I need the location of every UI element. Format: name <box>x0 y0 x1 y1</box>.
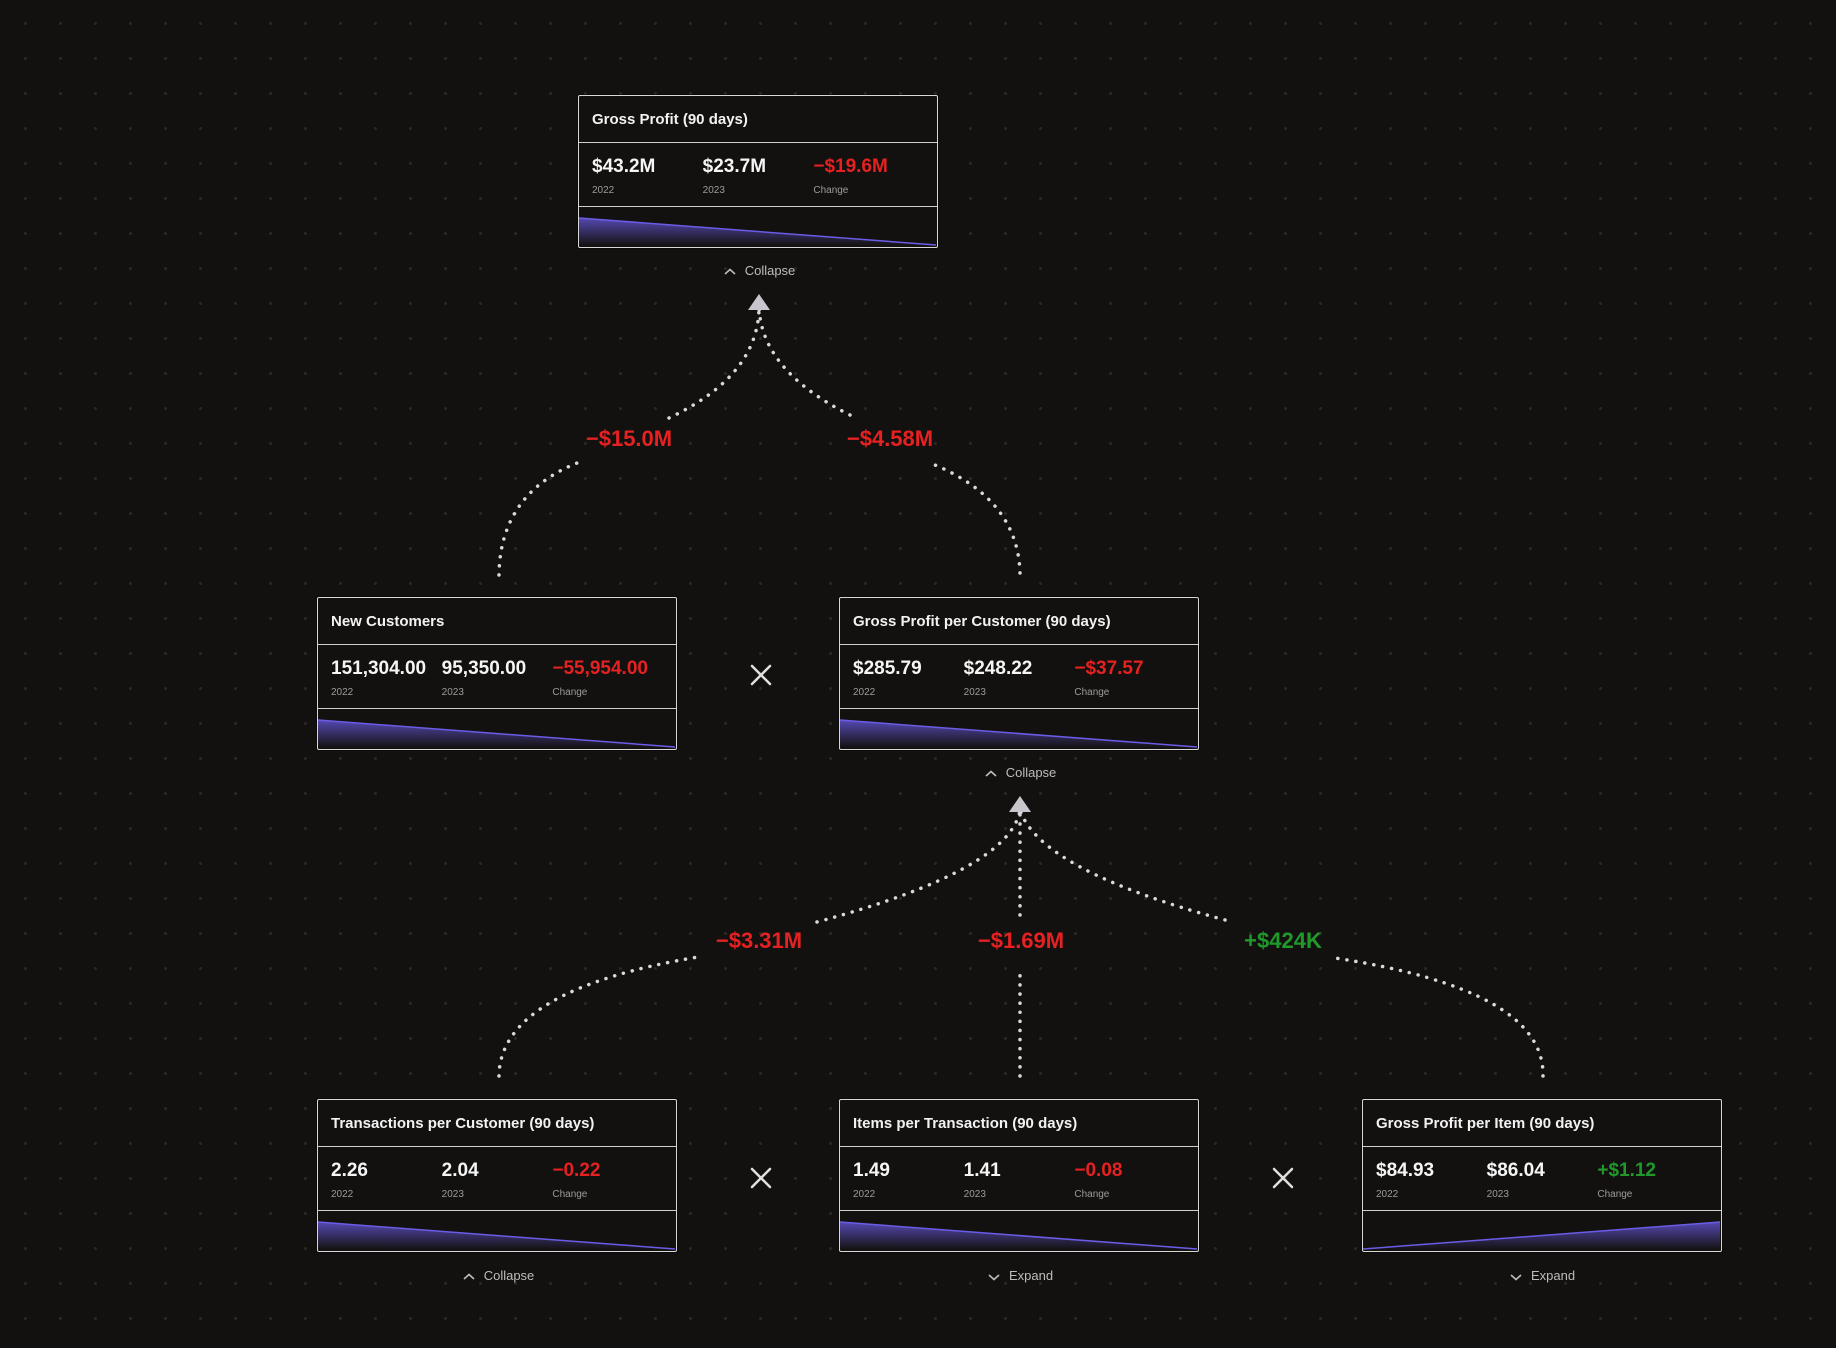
expand-button-gross-profit-per-item[interactable]: Expand <box>1442 1268 1642 1284</box>
card-items-per-transaction[interactable]: Items per Transaction (90 days) 1.49 2022… <box>839 1099 1199 1252</box>
sparkline <box>579 217 936 246</box>
label-2022: 2022 <box>853 1189 876 1200</box>
value-change: +$1.12 <box>1597 1160 1656 1181</box>
sparkline <box>1363 1221 1720 1250</box>
value-change: −$37.57 <box>1074 658 1144 679</box>
label-2023: 2023 <box>441 1189 464 1200</box>
sparkline <box>840 1221 1197 1250</box>
value-2022: 1.49 <box>853 1160 890 1181</box>
toggle-label: Expand <box>1530 1268 1576 1283</box>
label-2022: 2022 <box>331 1189 354 1200</box>
label-2022: 2022 <box>1376 1189 1399 1200</box>
connector-transactions <box>497 808 1022 1078</box>
value-2022: 2.26 <box>331 1160 368 1181</box>
label-2022: 2022 <box>331 687 354 698</box>
card-new-customers[interactable]: New Customers 151,304.00 2022 95,350.00 20… <box>317 597 677 750</box>
connector-new-customers <box>497 303 761 577</box>
label-change: Change <box>1597 1189 1633 1200</box>
value-2023: 95,350.00 <box>441 658 527 679</box>
sparkline <box>318 719 675 748</box>
collapse-button-gross-profit[interactable]: Collapse <box>659 263 859 279</box>
card-stats: $43.2M 2022 $23.7M 2023 −$19.6M Change <box>579 143 937 207</box>
sparkline <box>840 719 1197 748</box>
delta-gross-profit-per-customer: −$4.58M <box>846 426 934 451</box>
value-2022: 151,304.00 <box>331 658 427 679</box>
value-change: −55,954.00 <box>552 658 648 679</box>
sparkline-line <box>840 1221 1197 1250</box>
card-gross-profit[interactable]: Gross Profit (90 days) $43.2M 2022 $23.7M… <box>578 95 938 248</box>
delta-new-customers: −$15.0M <box>585 426 673 451</box>
label-2022: 2022 <box>853 687 876 698</box>
delta-gross-profit-per-item: +$424K <box>1244 928 1322 953</box>
sparkline-line <box>318 719 675 748</box>
arrow-head-root <box>748 294 770 310</box>
value-2023: $23.7M <box>702 156 767 177</box>
label-2023: 2023 <box>963 687 986 698</box>
value-2023: $248.22 <box>963 658 1033 679</box>
card-title: New Customers <box>318 598 676 645</box>
sparkline <box>318 1221 675 1250</box>
label-change: Change <box>1074 687 1110 698</box>
card-title: Items per Transaction (90 days) <box>840 1100 1198 1147</box>
sparkline-line <box>318 1221 675 1250</box>
value-change: −0.22 <box>552 1160 601 1181</box>
card-title: Gross Profit per Customer (90 days) <box>840 598 1198 645</box>
value-2023: $86.04 <box>1486 1160 1545 1181</box>
sparkline-line <box>579 217 936 246</box>
label-2023: 2023 <box>963 1189 986 1200</box>
value-2022: $43.2M <box>592 156 656 177</box>
value-2022: $84.93 <box>1376 1160 1435 1181</box>
arrow-head-gp-per-customer <box>1009 796 1031 812</box>
card-gross-profit-per-customer[interactable]: Gross Profit per Customer (90 days) $285… <box>839 597 1199 750</box>
value-2023: 1.41 <box>963 1160 1001 1181</box>
value-change: −$19.6M <box>813 156 888 177</box>
collapse-button-transactions-per-customer[interactable]: Collapse <box>398 1268 598 1284</box>
label-change: Change <box>552 687 588 698</box>
delta-transactions-per-customer: −$3.31M <box>715 928 803 953</box>
toggle-label: Collapse <box>1005 765 1057 780</box>
label-2023: 2023 <box>702 185 725 196</box>
chevron-up-icon <box>724 267 736 275</box>
connector-gp-per-customer <box>757 303 1022 575</box>
toggle-label: Collapse <box>483 1268 535 1283</box>
expand-button-items-per-transaction[interactable]: Expand <box>920 1268 1120 1284</box>
toggle-label: Collapse <box>744 263 796 278</box>
label-2022: 2022 <box>592 185 615 196</box>
label-change: Change <box>552 1189 588 1200</box>
card-title: Gross Profit per Item (90 days) <box>1363 1100 1721 1147</box>
chevron-up-icon <box>985 769 997 777</box>
label-2023: 2023 <box>441 687 464 698</box>
value-change: −0.08 <box>1074 1160 1123 1181</box>
chevron-down-icon <box>1510 1273 1522 1281</box>
delta-items-per-transaction: −$1.69M <box>977 928 1065 953</box>
value-2023: 2.04 <box>441 1160 479 1181</box>
card-transactions-per-customer[interactable]: Transactions per Customer (90 days) 2.26… <box>317 1099 677 1252</box>
label-change: Change <box>813 185 849 196</box>
value-2022: $285.79 <box>853 658 922 679</box>
sparkline-line <box>840 719 1197 748</box>
toggle-label: Expand <box>1008 1268 1054 1283</box>
label-2023: 2023 <box>1486 1189 1509 1200</box>
label-change: Change <box>1074 1189 1110 1200</box>
card-title: Transactions per Customer (90 days) <box>318 1100 676 1147</box>
card-gross-profit-per-item[interactable]: Gross Profit per Item (90 days) $84.93 20… <box>1362 1099 1722 1252</box>
multiply-icon <box>750 664 772 686</box>
multiply-icon <box>750 1167 772 1189</box>
collapse-button-gross-profit-per-customer[interactable]: Collapse <box>920 765 1120 781</box>
connector-gp-per-item <box>1018 808 1545 1078</box>
chevron-up-icon <box>463 1272 475 1280</box>
multiply-icon <box>1272 1167 1294 1189</box>
chevron-down-icon <box>988 1273 1000 1281</box>
sparkline-line <box>1363 1221 1720 1250</box>
card-title: Gross Profit (90 days) <box>579 96 937 143</box>
